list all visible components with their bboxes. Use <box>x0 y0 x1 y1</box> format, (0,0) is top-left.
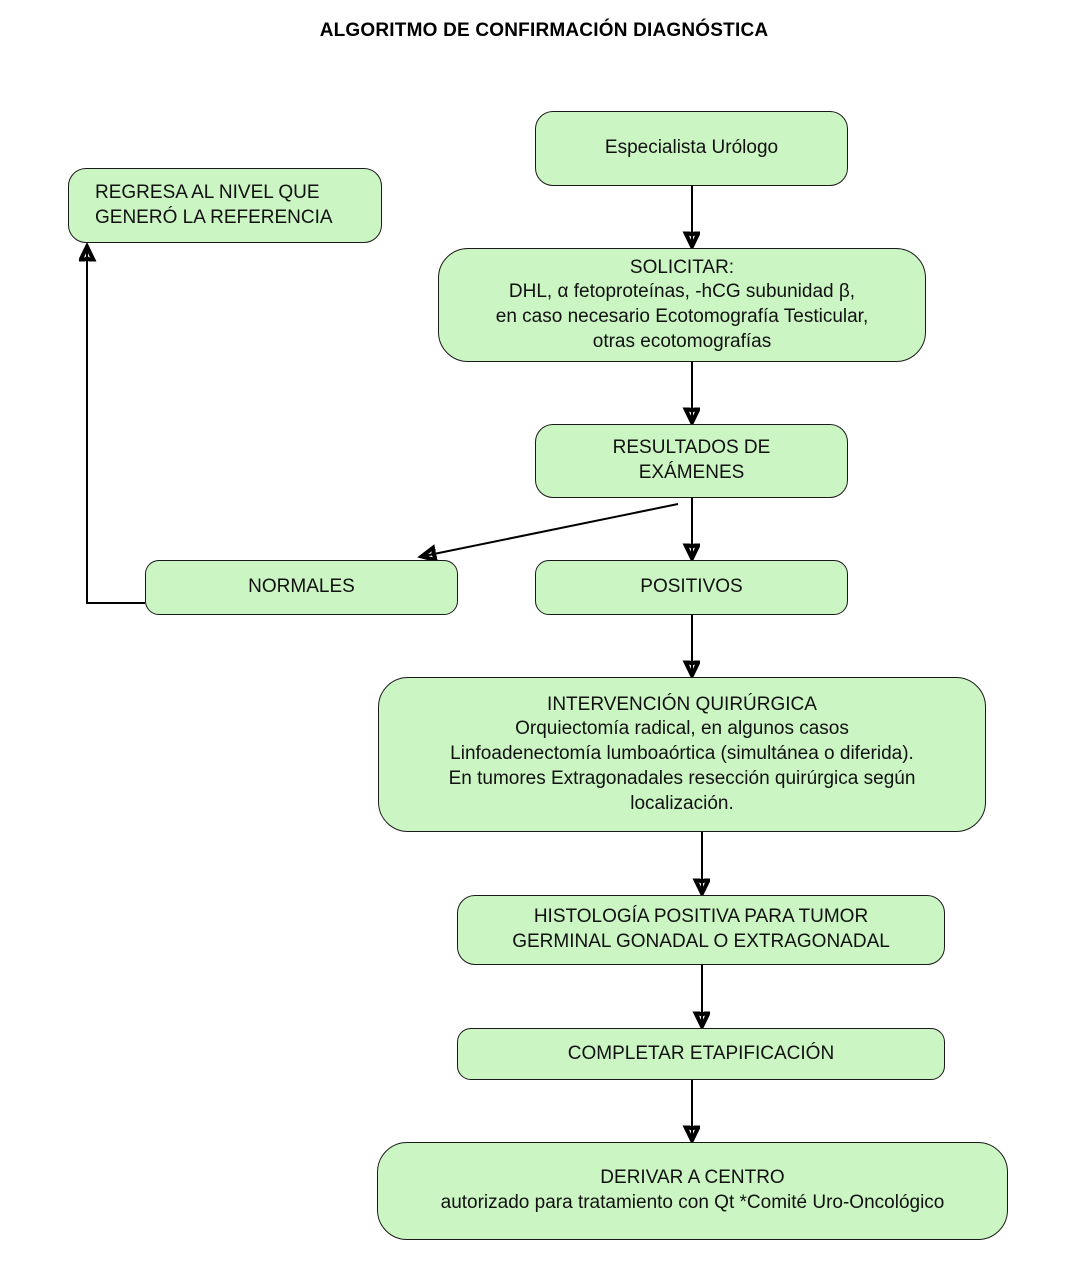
node-resultados-de-examenes-text: RESULTADOS DE EXÁMENES <box>612 437 771 483</box>
node-resultados-de-examenes[interactable]: RESULTADOS DE EXÁMENES <box>535 424 848 498</box>
node-completar-etapificacion-text: COMPLETAR ETAPIFICACIÓN <box>567 1042 835 1064</box>
page-title: ALGORITMO DE CONFIRMACIÓN DIAGNÓSTICA <box>319 20 769 41</box>
node-intervencion-quirurgica-text: INTERVENCIÓN QUIRÚRGICA Orquiectomía rad… <box>448 693 916 814</box>
node-normales-text: NORMALES <box>248 576 355 598</box>
edge-resultados-to-normales <box>424 503 679 556</box>
node-especialista-urologo-text: Especialista Urólogo <box>604 137 779 159</box>
node-positivos[interactable]: POSITIVOS <box>535 560 848 615</box>
node-positivos-text: POSITIVOS <box>640 576 743 598</box>
node-histologia-positiva[interactable]: HISTOLOGÍA POSITIVA PARA TUMOR GERMINAL … <box>457 895 945 965</box>
node-derivar-a-centro-text: DERIVAR A CENTRO autorizado para tratami… <box>440 1167 945 1213</box>
edge-normales-to-regresa <box>87 249 145 604</box>
node-completar-etapificacion[interactable]: COMPLETAR ETAPIFICACIÓN <box>457 1028 945 1080</box>
node-regresa-al-nivel-text: REGRESA AL NIVEL QUE GENERÓ LA REFERENCI… <box>95 181 333 228</box>
node-derivar-a-centro[interactable]: DERIVAR A CENTRO autorizado para tratami… <box>377 1142 1008 1240</box>
node-solicitar[interactable]: SOLICITAR: DHL, α fetoproteínas, -hCG su… <box>438 248 926 362</box>
node-especialista-urologo[interactable]: Especialista Urólogo <box>535 111 848 186</box>
node-intervencion-quirurgica[interactable]: INTERVENCIÓN QUIRÚRGICA Orquiectomía rad… <box>378 677 986 832</box>
node-normales[interactable]: NORMALES <box>145 560 458 615</box>
node-solicitar-text: SOLICITAR: DHL, α fetoproteínas, -hCG su… <box>495 256 869 352</box>
node-regresa-al-nivel[interactable]: REGRESA AL NIVEL QUE GENERÓ LA REFERENCI… <box>68 168 382 243</box>
node-histologia-positiva-text: HISTOLOGÍA POSITIVA PARA TUMOR GERMINAL … <box>512 906 890 952</box>
